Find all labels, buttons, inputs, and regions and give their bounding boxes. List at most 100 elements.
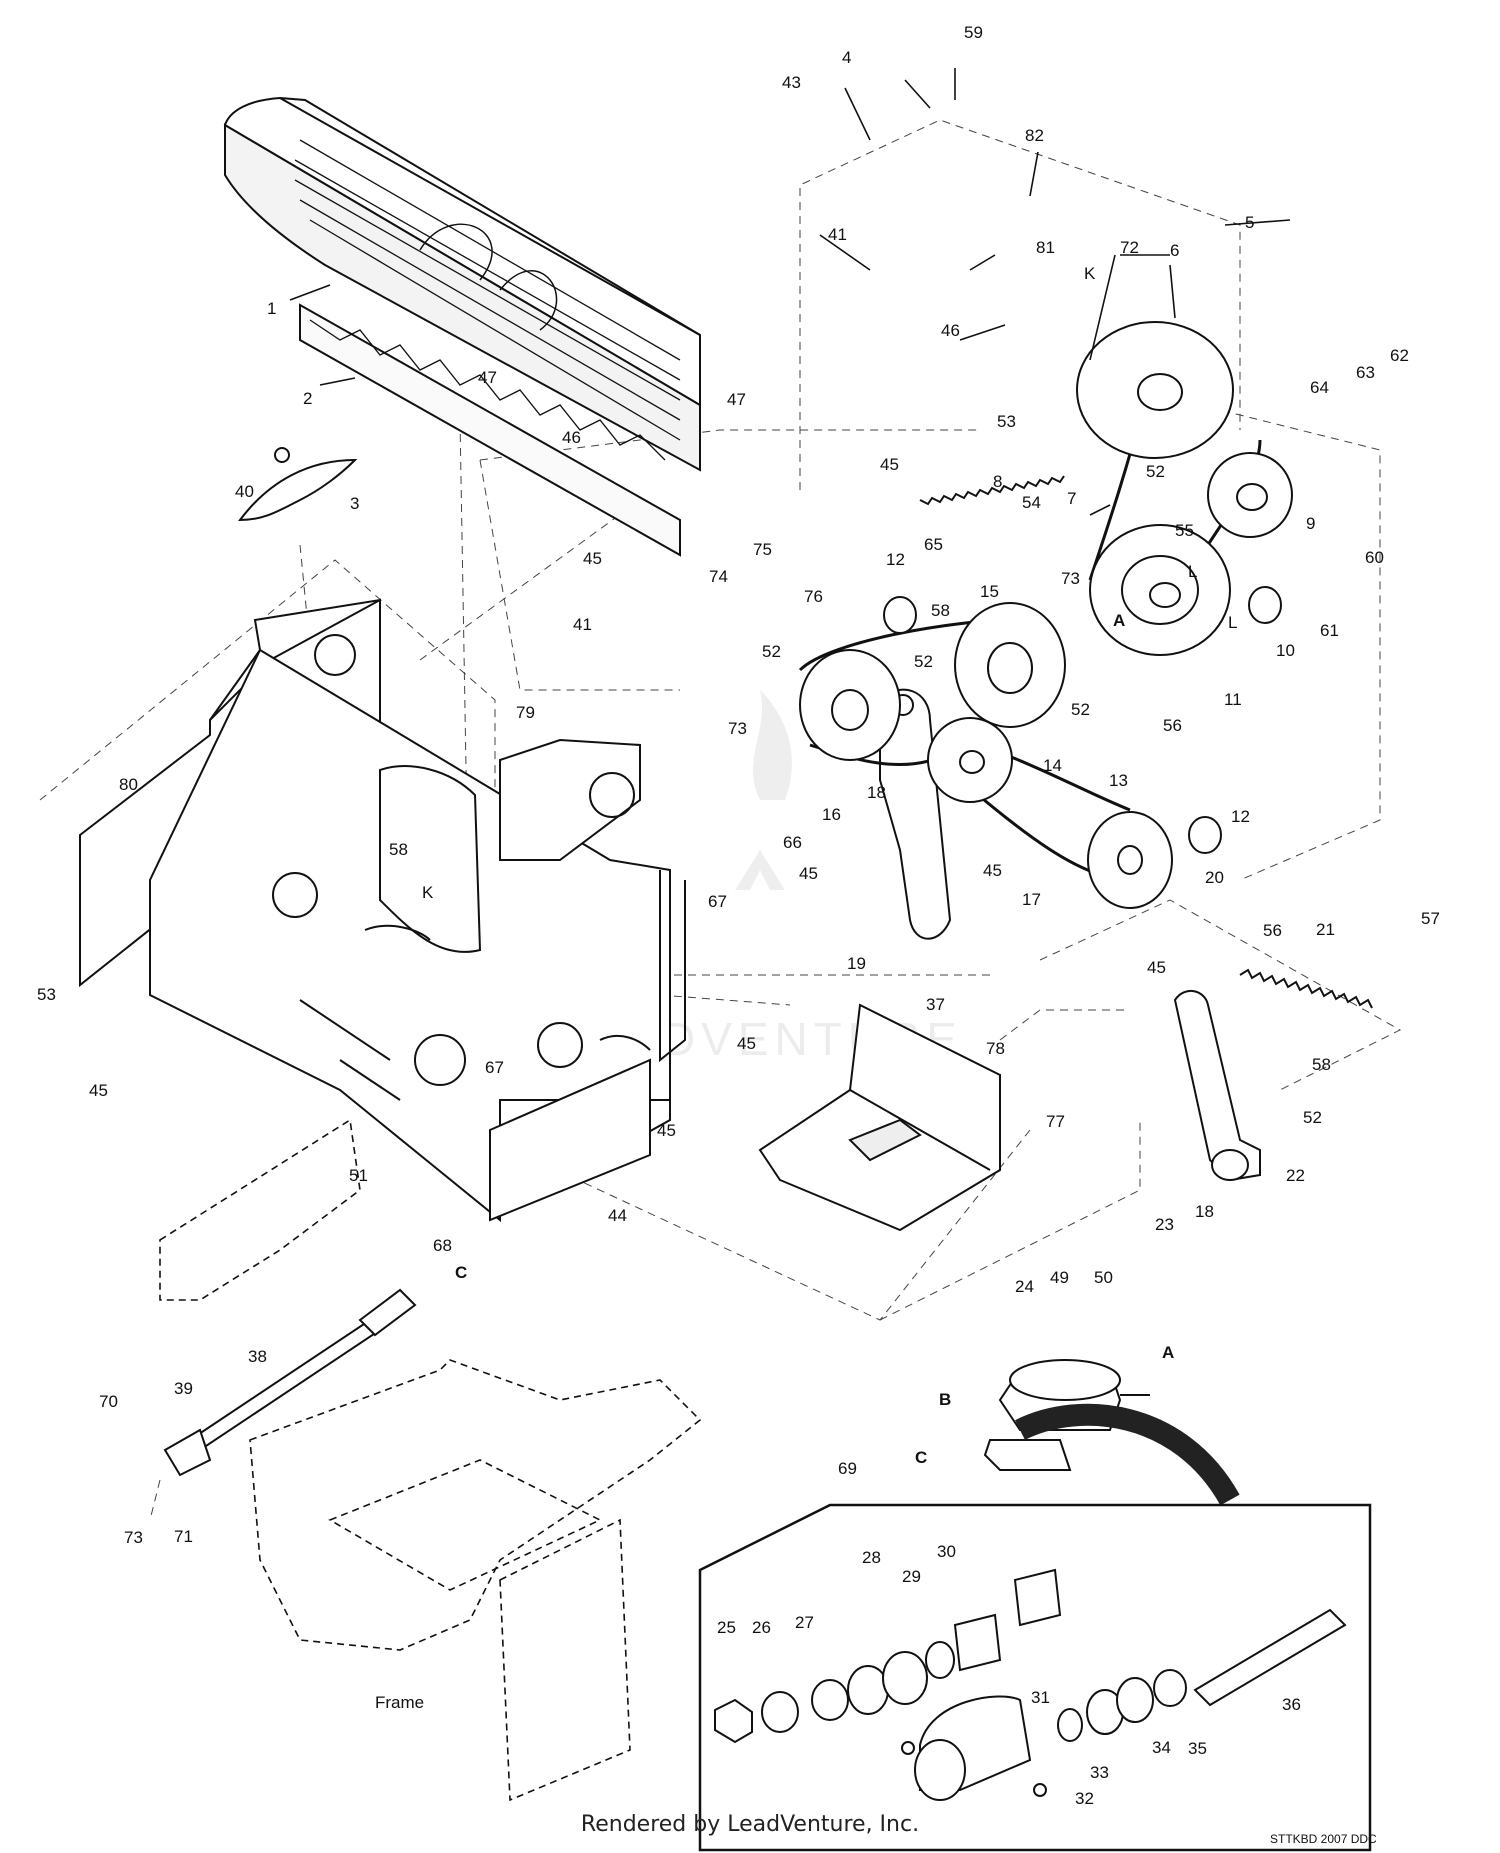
callout-68: 68 [433,1236,452,1255]
callout-2: 2 [303,389,312,408]
callout-41b: 41 [573,615,592,634]
callout-12b: 12 [1231,807,1250,826]
watermark-logo [735,690,792,890]
callout-14: 14 [1043,756,1062,775]
callout-36: 36 [1282,1695,1301,1714]
callout-52e: 52 [1303,1108,1322,1127]
callout-17: 17 [1022,890,1041,909]
callout-12a: 12 [886,550,905,569]
callout-52d: 52 [1071,700,1090,719]
bearing-28a [847,1665,889,1715]
leader-lines [289,68,1291,516]
callout-22: 22 [1286,1166,1305,1185]
letter-a-spindle: A [1162,1343,1174,1362]
callout-6: 6 [1170,241,1179,260]
callout-8: 8 [993,472,1002,491]
callout-16: 16 [822,805,841,824]
ring-34a [1057,1708,1083,1742]
callout-labels: 1 2 3 4 5 6 7 8 9 10 11 12 12 13 14 15 1… [37,23,1440,1808]
callout-52c: 52 [914,652,933,671]
driveshaft [163,1288,417,1477]
callout-35: 35 [1188,1739,1207,1758]
spacer-30b [1013,1568,1062,1627]
callout-7: 7 [1067,489,1076,508]
springs [919,475,1373,1009]
callout-53a: 53 [997,412,1016,431]
bearing-28b [882,1651,928,1705]
foot-plate [758,1003,1001,1232]
callout-77: 77 [1046,1112,1065,1131]
callout-37: 37 [926,995,945,1014]
main-frame-assembly [79,598,686,1223]
callout-18b: 18 [1195,1202,1214,1221]
callout-67b: 67 [485,1058,504,1077]
callout-64: 64 [1310,378,1329,397]
nut-25 [714,1698,753,1744]
callout-58a: 58 [931,601,950,620]
callout-75: 75 [753,540,772,559]
reference-letters: K K A L L A B C C [422,264,1237,1467]
callout-25: 25 [717,1618,736,1637]
letter-k-frame: K [422,883,434,902]
spindle-assembly [983,1359,1240,1506]
callout-72: 72 [1120,238,1139,257]
callout-54: 54 [1022,493,1041,512]
callout-15: 15 [980,582,999,601]
frame-label: Frame [375,1693,424,1712]
lever-22 [1173,990,1261,1182]
clip-bracket [237,447,358,522]
callout-28: 28 [862,1548,881,1567]
callout-55: 55 [1175,521,1194,540]
letter-k-top: K [1084,264,1096,283]
callout-9: 9 [1306,514,1315,533]
seal-35 [1153,1669,1187,1707]
bushing-12a [883,596,917,634]
callout-56a: 56 [1163,716,1182,735]
letter-c-spindle: C [915,1448,927,1467]
ring-29 [925,1641,955,1679]
callout-53b: 53 [37,985,56,1004]
callout-40: 40 [235,482,254,501]
shaft-36 [1193,1608,1347,1707]
callout-45c: 45 [983,861,1002,880]
seal-27 [811,1679,849,1721]
callout-1: 1 [267,299,276,318]
callout-45h: 45 [1147,958,1166,977]
callout-3: 3 [350,494,359,513]
callout-45g: 45 [89,1081,108,1100]
callout-24: 24 [1015,1277,1034,1296]
callout-82: 82 [1025,126,1044,145]
callout-73a: 73 [1061,569,1080,588]
bushing-12b [1188,816,1222,854]
callout-62: 62 [1390,346,1409,365]
detail-inset [698,1503,1372,1852]
callout-26: 26 [752,1618,771,1637]
callout-13: 13 [1109,771,1128,790]
callout-39: 39 [174,1379,193,1398]
callout-52b: 52 [762,642,781,661]
spacer-30a [953,1613,1002,1672]
callout-34: 34 [1152,1738,1171,1757]
callout-43: 43 [782,73,801,92]
callout-21: 21 [1316,920,1335,939]
callout-67a: 67 [708,892,727,911]
callout-63: 63 [1356,363,1375,382]
callout-50: 50 [1094,1268,1113,1287]
callout-49: 49 [1050,1268,1069,1287]
callout-47a: 47 [478,368,497,387]
callout-58b: 58 [389,840,408,859]
weather-strip [299,303,681,557]
callout-56b: 56 [1263,921,1282,940]
callout-45b: 45 [583,549,602,568]
callout-46b: 46 [562,428,581,447]
spring-21 [1239,968,1373,1009]
callout-30: 30 [937,1542,956,1561]
callout-59: 59 [964,23,983,42]
callout-51: 51 [349,1166,368,1185]
callout-60: 60 [1365,548,1384,567]
callout-33: 33 [1090,1763,1109,1782]
callout-58c: 58 [1312,1055,1331,1074]
pulleys [799,321,1293,909]
letter-l-right: L [1228,613,1237,632]
grille-panel [223,96,701,472]
